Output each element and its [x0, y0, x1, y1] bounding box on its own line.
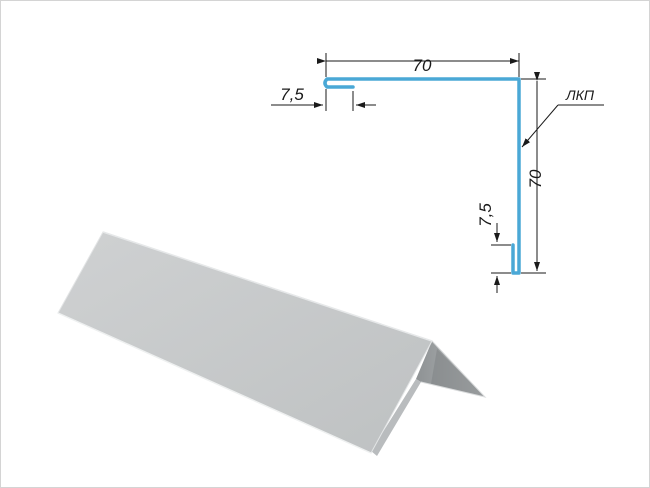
top-hem-label: 7,5	[280, 85, 304, 104]
product-front-face	[57, 231, 433, 454]
top-hem-dimension	[271, 89, 376, 111]
top-width-label: 70	[413, 56, 432, 75]
side-height-dimension	[521, 72, 546, 274]
bottom-hem-label: 7,5	[476, 203, 495, 227]
product-illustration	[57, 231, 487, 456]
coating-callout	[521, 104, 604, 148]
bottom-hem-dimension	[491, 223, 511, 293]
product-end-cut	[420, 340, 487, 398]
profile-line	[323, 77, 521, 275]
product-lower-flange	[371, 379, 421, 456]
product-inner-face-shadow	[431, 349, 485, 397]
coating-leader	[521, 104, 559, 148]
top-width-dimension	[317, 53, 520, 77]
coating-label: ЛКП	[565, 87, 595, 103]
side-height-label: 70	[526, 169, 545, 188]
profile-cross-section	[323, 77, 521, 275]
product-ridge	[102, 231, 433, 342]
product-bottom-edge	[57, 312, 372, 454]
